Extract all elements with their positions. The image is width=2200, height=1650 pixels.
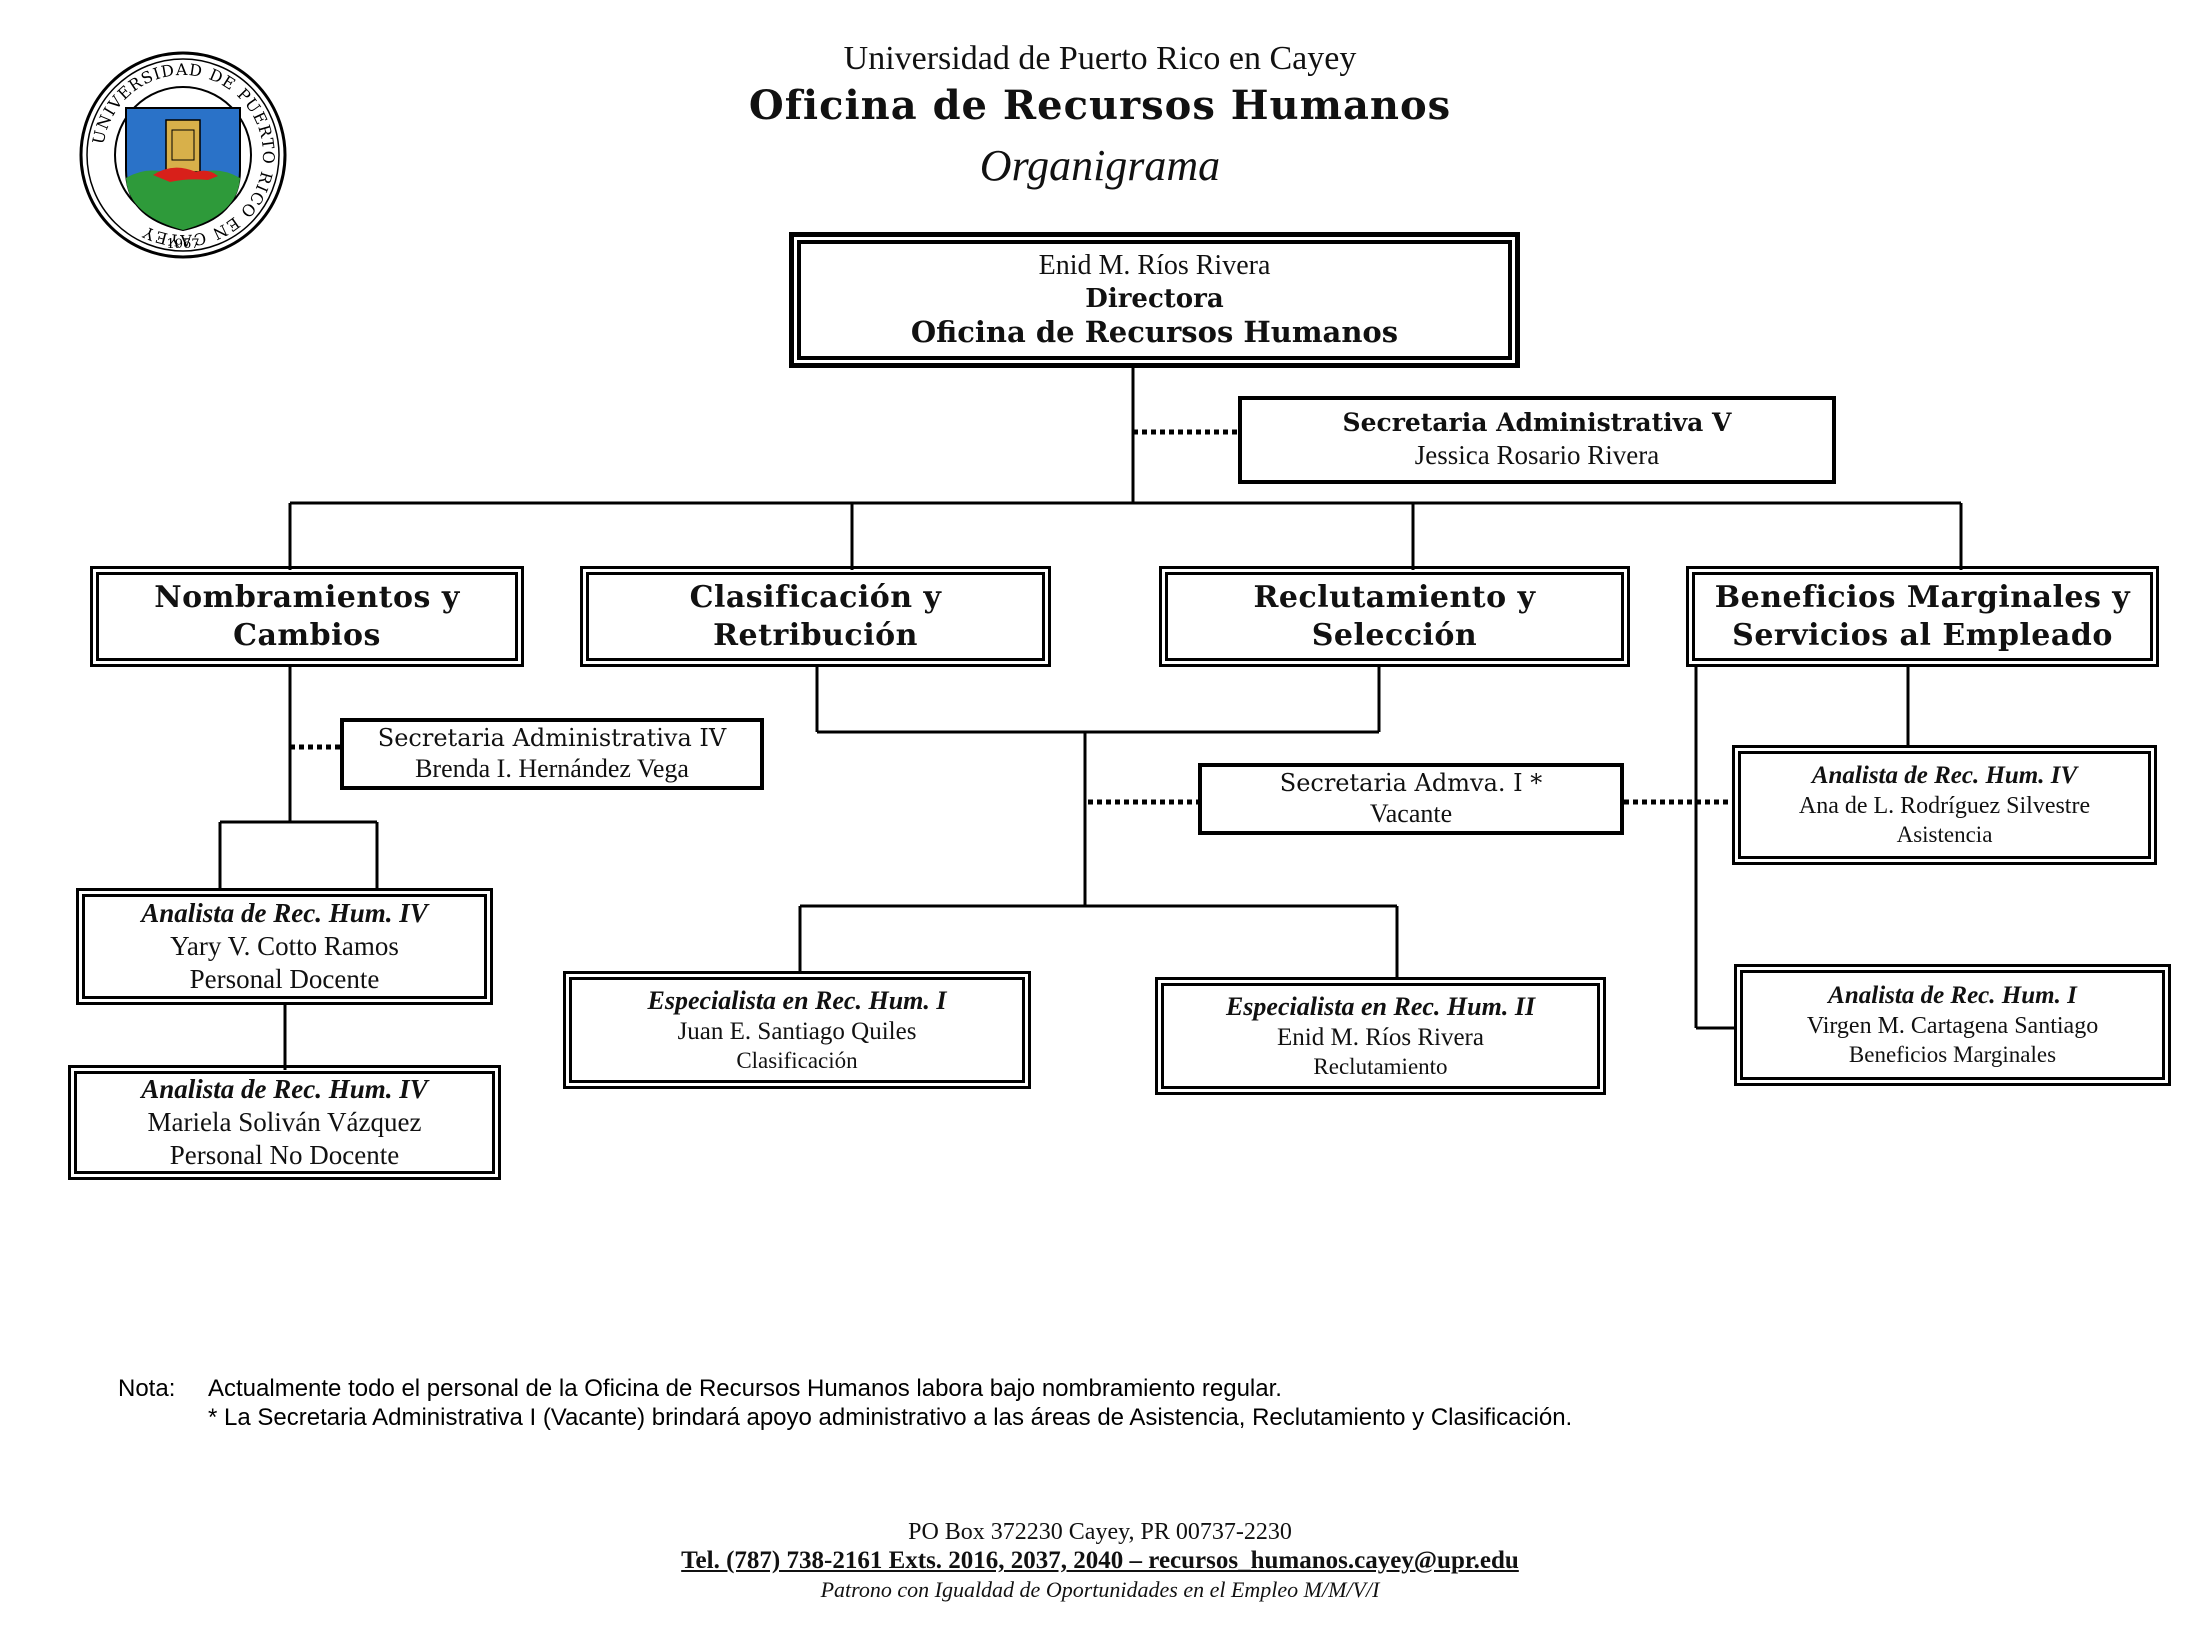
footer-contact: Tel. (787) 738-2161 Exts. 2016, 2037, 20… <box>681 1547 1519 1574</box>
dept-beneficios-box: Beneficios Marginales y Servicios al Emp… <box>1686 566 2159 667</box>
dept-nombramientos-line2: Cambios <box>233 617 381 653</box>
analista-docente-title: Analista de Rec. Hum. IV <box>141 898 428 929</box>
analista-beneficios-box: Analista de Rec. Hum. I Virgen M. Cartag… <box>1734 964 2171 1086</box>
director-office: Oficina de Recursos Humanos <box>910 315 1399 350</box>
dept-clasificacion-line1: Clasificación y <box>689 580 942 615</box>
analista-asistencia-name: Ana de L. Rodríguez Silvestre <box>1798 792 2091 819</box>
especialista-i-box: Especialista en Rec. Hum. I Juan E. Sant… <box>563 971 1031 1089</box>
note-label: Nota: <box>118 1375 176 1402</box>
especialista-i-name: Juan E. Santiago Quiles <box>677 1017 917 1045</box>
university-seal-logo: UNIVERSIDAD DE PUERTO RICO EN CAYEY 1967 <box>79 51 287 259</box>
note-line-1: Actualmente todo el personal de la Ofici… <box>208 1375 1282 1402</box>
especialista-i-area: Clasificación <box>736 1048 858 1074</box>
director-box: Enid M. Ríos Rivera Directora Oficina de… <box>789 232 1520 368</box>
secretary-iv-title: Secretaria Administrativa IV <box>377 723 727 752</box>
secretary-v-name: Jessica Rosario Rivera <box>1414 439 1660 470</box>
analista-no-docente-box: Analista de Rec. Hum. IV Mariela Soliván… <box>68 1065 501 1180</box>
analista-beneficios-name: Virgen M. Cartagena Santiago <box>1806 1012 2099 1039</box>
analista-beneficios-title: Analista de Rec. Hum. I <box>1828 982 2077 1010</box>
analista-asistencia-title: Analista de Rec. Hum. IV <box>1811 762 2078 790</box>
secretary-i-title: Secretaria Admva. I * <box>1279 768 1543 797</box>
dept-reclutamiento-line2: Selección <box>1311 617 1478 653</box>
dept-beneficios-line2: Servicios al Empleado <box>1732 617 2113 653</box>
analista-asistencia-box: Analista de Rec. Hum. IV Ana de L. Rodrí… <box>1732 745 2157 865</box>
secretary-v-title: Secretaria Administrativa V <box>1342 408 1732 438</box>
analista-docente-name: Yary V. Cotto Ramos <box>170 931 399 962</box>
university-name: Universidad de Puerto Rico en Cayey <box>843 40 1357 77</box>
note-line-2: * La Secretaria Administrativa I (Vacant… <box>208 1404 1573 1431</box>
document-title: Organigrama <box>979 141 1221 190</box>
dept-clasificacion-line2: Retribución <box>713 617 918 653</box>
director-name: Enid M. Ríos Rivera <box>1038 250 1271 282</box>
dept-reclutamiento-box: Reclutamiento y Selección <box>1159 566 1630 667</box>
analista-no-docente-title: Analista de Rec. Hum. IV <box>141 1074 428 1105</box>
dept-nombramientos-line1: Nombramientos y <box>154 580 460 615</box>
especialista-ii-name: Enid M. Ríos Rivera <box>1277 1023 1484 1051</box>
especialista-ii-title: Especialista en Rec. Hum. II <box>1225 991 1536 1021</box>
svg-text:1967: 1967 <box>166 237 199 252</box>
dept-beneficios-line1: Beneficios Marginales y <box>1714 580 2131 615</box>
secretary-i-box: Secretaria Admva. I * Vacante <box>1198 763 1624 835</box>
analista-asistencia-area: Asistencia <box>1896 821 1993 847</box>
dept-nombramientos-box: Nombramientos y Cambios <box>90 566 524 667</box>
especialista-ii-box: Especialista en Rec. Hum. II Enid M. Río… <box>1155 977 1606 1095</box>
analista-beneficios-area: Beneficios Marginales <box>1848 1041 2057 1067</box>
especialista-ii-area: Reclutamiento <box>1313 1054 1448 1080</box>
analista-docente-area: Personal Docente <box>189 963 380 994</box>
secretary-v-box: Secretaria Administrativa V Jessica Rosa… <box>1238 396 1836 484</box>
footer-equal-opportunity: Patrono con Igualdad de Oportunidades en… <box>820 1577 1380 1602</box>
office-title: Oficina de Recursos Humanos <box>748 82 1452 129</box>
director-role: Directora <box>1085 283 1224 314</box>
secretary-iv-name: Brenda I. Hernández Vega <box>415 753 689 783</box>
secretary-i-name: Vacante <box>1369 798 1453 828</box>
especialista-i-title: Especialista en Rec. Hum. I <box>647 985 947 1015</box>
analista-no-docente-name: Mariela Soliván Vázquez <box>147 1107 422 1138</box>
secretary-iv-box: Secretaria Administrativa IV Brenda I. H… <box>340 718 764 790</box>
footer-address: PO Box 372230 Cayey, PR 00737-2230 <box>908 1519 1292 1545</box>
dept-clasificacion-box: Clasificación y Retribución <box>580 566 1051 667</box>
analista-no-docente-area: Personal No Docente <box>169 1139 400 1170</box>
dept-reclutamiento-line1: Reclutamiento y <box>1253 580 1536 615</box>
analista-docente-box: Analista de Rec. Hum. IV Yary V. Cotto R… <box>76 888 493 1005</box>
